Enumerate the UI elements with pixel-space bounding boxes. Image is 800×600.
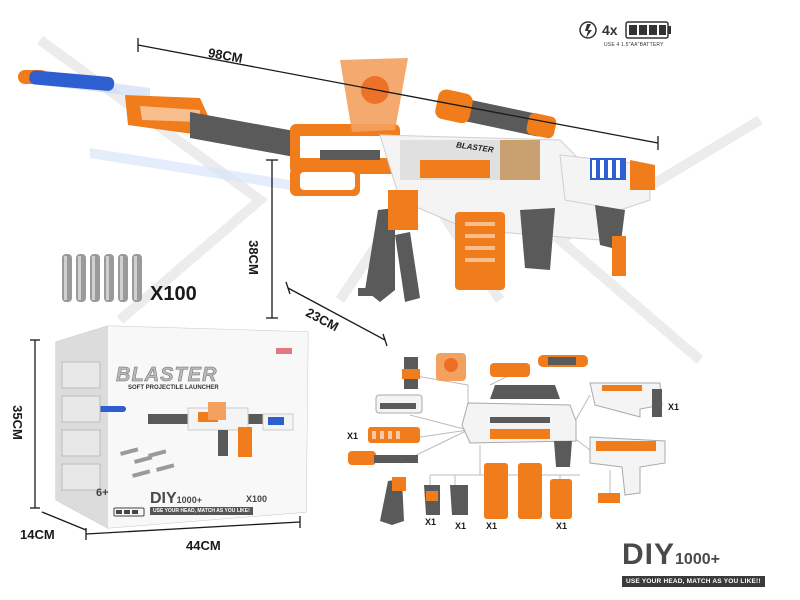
box-age-label: 6+ bbox=[96, 487, 109, 499]
dim-box-height-label: 35CM bbox=[9, 405, 25, 440]
battery-info: 4x USE 4 1.5"AA"BATTERY bbox=[578, 18, 688, 52]
diy-logo-tagline: USE YOUR HEAD, MATCH AS YOU LIKE!! bbox=[622, 576, 765, 587]
diy-logo-number: 1000+ bbox=[675, 551, 720, 568]
diy-logo-text: DIY1000+ bbox=[622, 540, 798, 570]
dart-bundle-image bbox=[62, 254, 142, 302]
flying-dart-top bbox=[18, 70, 150, 98]
parts-x1-label-4: X1 bbox=[455, 521, 467, 531]
parts-x1-label-1: X1 bbox=[347, 431, 359, 441]
parts-x1-label-5: X1 bbox=[486, 521, 498, 531]
dim-box-depth-label: 14CM bbox=[20, 527, 55, 542]
package-box-image bbox=[55, 325, 309, 529]
parts-diagram bbox=[348, 353, 666, 525]
battery-icon bbox=[579, 21, 671, 39]
flying-dart-trail-bottom bbox=[90, 148, 290, 190]
dim-height-label: 38CM bbox=[245, 240, 261, 275]
box-diy-logo: DIY1000+ bbox=[150, 490, 202, 508]
box-diy-number: 1000+ bbox=[176, 495, 202, 505]
parts-x1-label-6: X1 bbox=[556, 521, 568, 531]
diy-logo: DIY1000+ USE YOUR HEAD, MATCH AS YOU LIK… bbox=[622, 540, 798, 588]
parts-x1-label-2: X1 bbox=[668, 402, 680, 412]
box-tagline: USE YOUR HEAD, MATCH AS YOU LIKE! bbox=[150, 507, 253, 515]
dim-box-width-label: 44CM bbox=[186, 538, 221, 553]
box-title: BLASTER bbox=[116, 364, 218, 387]
diy-logo-word: DIY bbox=[622, 538, 676, 571]
battery-count-label: 4x bbox=[602, 22, 618, 38]
box-count-label: X100 bbox=[246, 494, 268, 504]
battery-instructions: USE 4 1.5"AA"BATTERY bbox=[604, 42, 664, 48]
parts-x1-label-3: X1 bbox=[425, 517, 437, 527]
dart-count-label: X100 bbox=[150, 283, 197, 305]
box-subtitle: SOFT PROJECTILE LAUNCHER bbox=[128, 385, 219, 391]
main-blaster-image bbox=[18, 58, 655, 302]
box-diy-text: DIY bbox=[150, 490, 177, 507]
